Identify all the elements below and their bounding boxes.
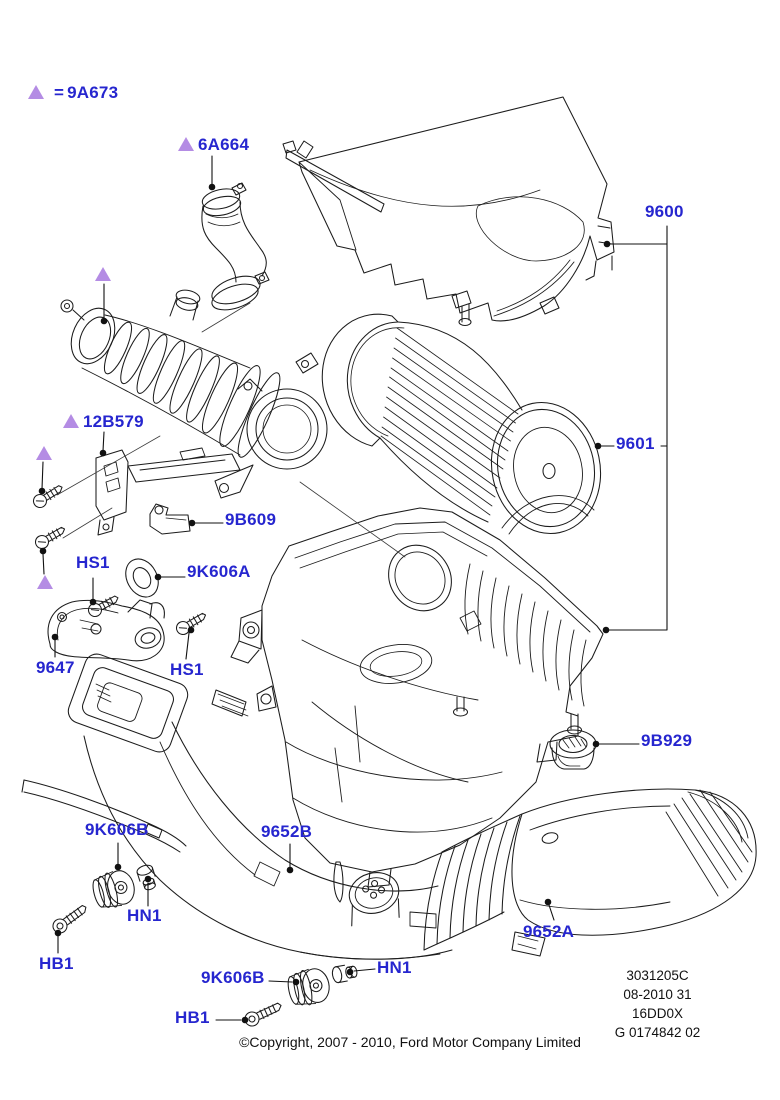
part-label-9k606a[interactable]: 9K606A xyxy=(187,562,251,581)
part-label-hn1-left[interactable]: HN1 xyxy=(127,906,162,925)
part-air-filter-drawing xyxy=(321,313,602,535)
part-nut-bottom-drawing xyxy=(331,964,358,984)
part-label-12b579[interactable]: 12B579 xyxy=(63,413,144,430)
legend-part-number[interactable]: 9A673 xyxy=(67,83,119,102)
leader-dots xyxy=(38,183,611,1024)
part-label-9647[interactable]: 9647 xyxy=(36,658,75,677)
part-label-9b609[interactable]: 9B609 xyxy=(225,510,277,529)
legend-triangle-key: =9A673 xyxy=(28,84,118,101)
part-air-cleaner-cover-drawing xyxy=(282,96,615,327)
part-sensor-bracket-drawing xyxy=(95,447,241,536)
part-label-hn1-bottom[interactable]: HN1 xyxy=(377,958,412,977)
screw-hs1-upper xyxy=(87,595,119,618)
reference-line: 08-2010 31 xyxy=(623,987,692,1002)
part-support-bracket-drawing xyxy=(149,503,191,535)
part-inlet-duct-drawing xyxy=(21,653,453,960)
reference-line: G 0174842 02 xyxy=(614,1025,701,1040)
assembly-lines xyxy=(56,302,406,558)
part-label-9k606b-bottom[interactable]: 9K606B xyxy=(201,968,265,987)
part-air-flow-tube-drawing xyxy=(60,289,328,499)
part-label-6a664[interactable]: 6A664 xyxy=(178,136,249,153)
part-label-hs1-lower[interactable]: HS1 xyxy=(170,660,204,679)
triangle-icon xyxy=(63,414,79,428)
legend-equals: = xyxy=(54,83,65,102)
part-isolator-left-drawing xyxy=(92,870,135,908)
screw-triangle-upper xyxy=(32,485,63,509)
part-label-9601[interactable]: 9601 xyxy=(616,434,655,453)
part-label-9652b[interactable]: 9652B xyxy=(261,822,313,841)
triangle-marker xyxy=(36,446,52,460)
part-resonator-bracket-drawing xyxy=(47,599,165,662)
triangle-marker xyxy=(37,575,53,589)
reference-line: 16DD0X xyxy=(631,1006,684,1021)
screw-hs1-lower xyxy=(175,612,207,636)
part-label-9600[interactable]: 9600 xyxy=(645,202,684,221)
drawing-reference-block: 3031205C 08-2010 31 16DD0X G 0174842 02 xyxy=(575,966,740,1042)
copyright-notice: ©Copyright, 2007 - 2010, Ford Motor Comp… xyxy=(239,1034,581,1050)
part-label-9b929[interactable]: 9B929 xyxy=(641,731,693,750)
reference-line: 3031205C xyxy=(626,968,689,983)
triangle-icon xyxy=(178,137,194,151)
triangle-icon xyxy=(28,85,44,99)
part-bolt-left-drawing xyxy=(52,905,87,934)
part-isolator-bottom-drawing xyxy=(287,968,330,1006)
part-label-9652a[interactable]: 9652A xyxy=(523,922,575,941)
part-bolt-bottom-drawing xyxy=(244,1002,282,1027)
screw-triangle-lower xyxy=(34,526,66,550)
part-air-inlet-hose-drawing xyxy=(201,182,270,311)
triangle-marker xyxy=(95,267,111,281)
part-label-9k606b-left[interactable]: 9K606B xyxy=(85,820,149,839)
part-label-hb1-bottom[interactable]: HB1 xyxy=(175,1008,210,1027)
part-outlet-duct-drawing xyxy=(423,788,757,957)
part-air-cleaner-body-drawing xyxy=(230,495,604,888)
leader-lines xyxy=(41,155,668,1021)
part-label-hb1-left[interactable]: HB1 xyxy=(39,954,74,973)
part-washer-drawing xyxy=(125,558,159,598)
part-label-hs1-upper[interactable]: HS1 xyxy=(76,553,110,572)
